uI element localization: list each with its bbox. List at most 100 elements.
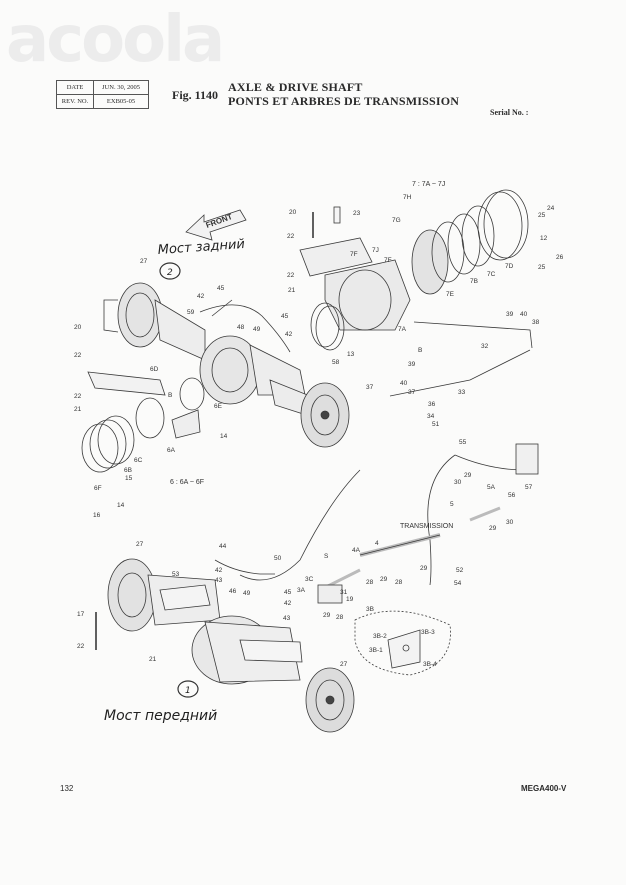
callout: 17: [77, 611, 85, 618]
callout: 29: [489, 525, 497, 532]
callout: 12: [540, 235, 548, 242]
transmission-label: TRANSMISSION: [400, 523, 453, 530]
callout: 43: [215, 577, 223, 584]
callout: 19: [346, 596, 354, 603]
callout: 20: [74, 324, 82, 331]
callout: 16: [93, 512, 101, 519]
callout: 49: [253, 326, 261, 333]
callout: 7B: [470, 278, 478, 285]
callout: 7C: [487, 271, 496, 278]
callout: 27: [140, 258, 148, 265]
callout: 7J: [372, 247, 379, 254]
callout: 4: [375, 540, 379, 547]
callout: 37: [366, 384, 374, 391]
callout: 25: [538, 264, 546, 271]
callout: 48: [237, 324, 245, 331]
model-label: MEGA400-V: [521, 784, 567, 793]
serial-label: Serial No. :: [490, 108, 529, 117]
revision-box: DATE JUN. 30, 2005 REV. NO. EXB05-05: [56, 80, 149, 109]
callout: 24: [547, 205, 555, 212]
callout: 3B: [366, 606, 374, 613]
callout: 6E: [214, 403, 223, 410]
callout: 22: [74, 393, 82, 400]
callout: 7F: [384, 257, 392, 264]
callout: 15: [125, 475, 133, 482]
callout: 40: [400, 380, 408, 387]
callout: 3B-2: [373, 633, 387, 640]
callout: 30: [506, 519, 514, 526]
callout: 44: [219, 543, 227, 550]
callout: 29: [464, 472, 472, 479]
callout: 7D: [505, 263, 514, 270]
callout: 43: [283, 615, 291, 622]
callout: 45: [284, 589, 292, 596]
callout: 5: [450, 501, 454, 508]
callout: 32: [481, 343, 489, 350]
group7-label: 7 : 7A ~ 7J: [412, 181, 445, 188]
watermark-logo: acoola: [6, 3, 225, 77]
callout: 26: [556, 254, 564, 261]
callout: B: [168, 392, 172, 399]
callout: 56: [508, 492, 516, 499]
callout: 53: [172, 571, 180, 578]
callout: 57: [525, 484, 533, 491]
callout: 55: [459, 439, 467, 446]
callout: 46: [229, 588, 237, 595]
callout: 3C: [305, 576, 314, 583]
rear-axle-mark: 2: [167, 268, 173, 278]
callout: 21: [74, 406, 82, 413]
callout: 6A: [167, 447, 176, 454]
front-arrow-icon: [185, 209, 247, 241]
callout: 31: [340, 589, 348, 596]
callout: 14: [117, 502, 125, 509]
front-axle-note: Мост передний: [104, 708, 217, 724]
callout: 22: [77, 643, 85, 650]
callout: 42: [284, 600, 292, 607]
callout: 45: [281, 313, 289, 320]
callout: 14: [220, 433, 228, 440]
callout: 7A: [398, 326, 407, 333]
front-axle-assembly: [95, 558, 355, 733]
drive-shaft-and-cables: [239, 443, 539, 676]
callout: 22: [287, 233, 295, 240]
callout: 54: [454, 580, 462, 587]
callout: 42: [197, 293, 205, 300]
callout: 29: [380, 576, 388, 583]
trunnion-group-7: [299, 189, 533, 397]
callout: 27: [340, 661, 348, 668]
callout: 6F: [94, 485, 102, 492]
callout: 7F: [350, 251, 358, 258]
callout: 29: [420, 565, 428, 572]
rear-axle-note: Мост задний: [157, 237, 245, 258]
callout: B: [418, 347, 422, 354]
callout: 28: [336, 614, 344, 621]
rev-value: EXB05-05: [93, 94, 149, 109]
callout: 33: [458, 389, 466, 396]
callout: 49: [243, 590, 251, 597]
callout: 58: [332, 359, 340, 366]
callout: 34: [427, 413, 435, 420]
callout: 27: [136, 541, 144, 548]
callout: 30: [454, 479, 462, 486]
callout: 3A: [297, 587, 306, 594]
front-axle-mark: 1: [185, 686, 191, 696]
callout: 25: [538, 212, 546, 219]
callout: 37: [408, 389, 416, 396]
callout: 3B-4: [423, 661, 437, 668]
rear-axle-assembly: [81, 282, 350, 473]
callout: 22: [287, 272, 295, 279]
figure-title-fr: PONTS ET ARBRES DE TRANSMISSION: [228, 94, 460, 108]
callout: 28: [395, 579, 403, 586]
callout: 29: [323, 612, 331, 619]
callout: 5A: [487, 484, 496, 491]
callout: 28: [366, 579, 374, 586]
figure-number: Fig. 1140: [172, 88, 219, 102]
callout: 6B: [124, 467, 132, 474]
callout: 42: [285, 331, 293, 338]
callout: S: [324, 553, 329, 560]
callout: 36: [428, 401, 436, 408]
callout: 6D: [150, 366, 159, 373]
callout: 51: [432, 421, 440, 428]
